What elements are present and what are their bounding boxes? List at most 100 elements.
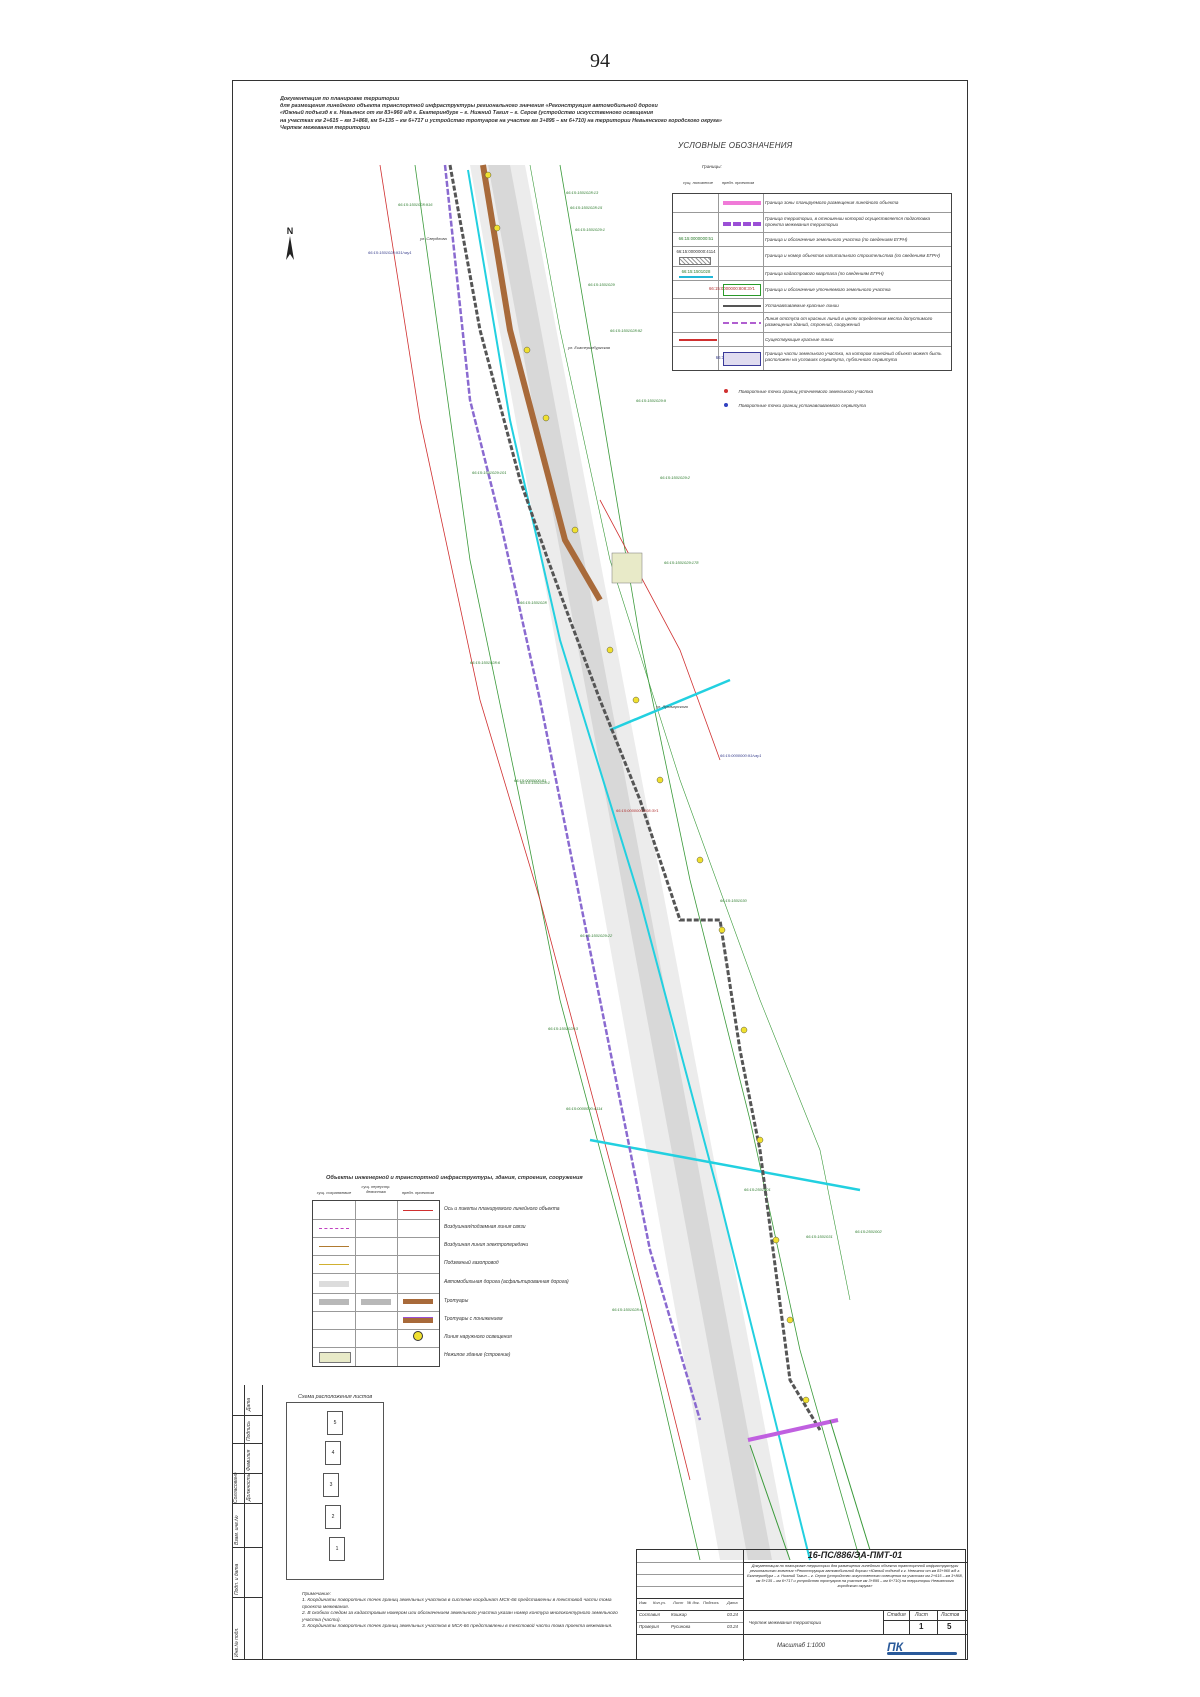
header-line: на участках км 2+615 – км 3+868, км 5+13… [280, 117, 722, 124]
scheme-sheet: 5 [327, 1411, 343, 1435]
map-label: 66:15:1501028:13 [566, 190, 599, 195]
map-label: 66:15:1501028:6 [470, 660, 501, 665]
legend-row: 66:15:0000000:51 Граница и обозначение з… [673, 232, 951, 247]
col-header: Кол.уч. [653, 1600, 667, 1605]
strip-label: Фамилия [246, 1449, 252, 1471]
drawing-code: 16-ПС/886/ЭА-ПМТ-01 [807, 1550, 903, 1560]
page-number: 94 [590, 50, 610, 72]
col-header: Дата [727, 1600, 738, 1605]
scheme-title: Схема расположения листов [298, 1394, 373, 1400]
map-label: 66:15:0000000:91/чзу1 [720, 753, 762, 758]
map-label: 66:15:1501029:2 [660, 475, 691, 480]
drawing-name: Чертеж межевания территории [749, 1620, 822, 1625]
map-label: 66:15:1501029:1 [575, 227, 606, 232]
map-label: 66:15:1501028:4 [612, 1307, 643, 1312]
lamp-icon [413, 1331, 423, 1341]
strip-label: Взам. инв.№ [234, 1515, 240, 1545]
map-label: 66:15:1501030 [720, 898, 747, 903]
map-label: 66:15:1501029:101 [472, 470, 507, 475]
legend-row: Граница зоны планируемого размещения лин… [673, 194, 951, 212]
map-label: 66:15:0000000:4114 [566, 1106, 603, 1111]
strip-label: Дата [246, 1397, 252, 1411]
header-line: Чертеж межевания территории [280, 124, 371, 131]
legend-table: Граница зоны планируемого размещения лин… [672, 193, 952, 371]
stamp-role: Составил [639, 1612, 661, 1617]
map-label: 66:15:1501028 [520, 600, 547, 605]
objects-row-label: Нежилое здание (строение) [444, 1352, 511, 1358]
strip-label: Согласовано [233, 1472, 239, 1504]
map-label: 66:15:1501029:22 [580, 933, 613, 938]
legend-row: Существующие красные линии [673, 332, 951, 347]
map-label: 66:15:2501002 [855, 1229, 882, 1234]
objects-row-label: Линия наружного освещения [444, 1334, 512, 1340]
north-arrow: N [284, 226, 296, 262]
note-item: 3. Координаты поворотных точек границ зе… [302, 1624, 613, 1630]
point-marker-icon [724, 403, 728, 407]
scheme-sheet: 2 [325, 1505, 341, 1529]
drawing-header: Документация по планировке территории дл… [280, 96, 760, 132]
north-arrow-icon [286, 236, 294, 260]
map-label: 66:15:1501029 [588, 282, 615, 287]
street-label: ул. Екатеринбургская [568, 345, 610, 350]
strip-label: Инв.№ подл. [234, 1627, 240, 1657]
objects-col-existing: сущ. сохраняемые [316, 1190, 352, 1195]
col-header: Изм. [639, 1600, 648, 1605]
map-label: 66:15:1501029:9 [636, 398, 667, 403]
objects-col-reconstructed: сущ. переустр. демонтаж [361, 1184, 391, 1194]
scheme-sheet: 4 [325, 1441, 341, 1465]
stamp-name: Кошкар [671, 1612, 687, 1617]
objects-row-label: Воздушная/подземная линия связи [444, 1224, 526, 1230]
stamp-date: 03.24 [727, 1624, 738, 1629]
map-label: 66:15:1501028:3 [548, 1026, 579, 1031]
legend-row: 66:15:0000000:808:ЗУ1 Граница и обозначе… [673, 280, 951, 299]
header-line: для размещения линейного объекта транспо… [280, 103, 658, 110]
col-header: Лист [673, 1600, 684, 1605]
scheme-sheet: 3 [323, 1473, 339, 1497]
legend-point-row: Поворотные точки границ уточняемого земе… [724, 380, 873, 398]
street-label: ул. Свердлова [420, 236, 447, 241]
legend-col-proposed: предл. проектом [721, 180, 755, 185]
col-header: Подпись [703, 1600, 719, 1605]
notes-title: Примечание: [302, 1592, 331, 1597]
map-label: 66:15:1501031 [806, 1234, 833, 1239]
note-item: 2. В скобках следом за кадастровым номер… [302, 1611, 618, 1623]
objects-title: Объекты инженерной и транспортной инфрас… [326, 1175, 583, 1181]
legend-col-existing: сущ. положение [683, 180, 713, 185]
legend-row: 66:15:0000000:91/чзу1 Граница части земе… [673, 346, 951, 371]
legend-point-row: Поворотные точки границ устанавливаемого… [724, 394, 866, 412]
company-logo: ПК [887, 1638, 957, 1658]
drawing-description: Документация по планировке территории дл… [747, 1564, 963, 1588]
objects-row-label: Подземный газопровод [444, 1260, 499, 1266]
title-block: 16-ПС/886/ЭА-ПМТ-01 Документация по план… [636, 1549, 967, 1661]
legend-title: УСЛОВНЫЕ ОБОЗНАЧЕНИЯ [678, 141, 793, 150]
header-line: Документация по планировке территории [280, 96, 400, 102]
stage-label: Стадия [887, 1612, 906, 1618]
strip-label: Подп. и дата [234, 1563, 240, 1595]
stamp-name: Русинова [671, 1624, 691, 1629]
objects-col-proposed: предл. проектом [401, 1190, 435, 1195]
legend-row: 66:15:1501028 Граница кадастрового кварт… [673, 266, 951, 281]
header-line: «Южный подъезд к г. Невьянск от км 83+96… [280, 110, 654, 117]
scale: Масштаб 1:1000 [777, 1643, 826, 1649]
logo-text: ПК [887, 1640, 904, 1654]
objects-row-label: Тротуары с понижением [444, 1316, 503, 1322]
map-label: 66:15:1501028:931/чзу1 [368, 250, 412, 255]
sheets-count: 5 [947, 1622, 952, 1631]
street-label: ул. Луначарского [656, 704, 689, 709]
map-label: 66:15:1501028:15 [570, 205, 603, 210]
objects-row-label: Тротуары [444, 1298, 469, 1304]
legend-group: Границы: [702, 164, 722, 169]
strip-label: Должность [246, 1473, 252, 1501]
map-label: 66:15:1501028:92 [610, 328, 643, 333]
map-label: 66:15:1501028:1 [520, 780, 551, 785]
objects-row-label: Воздушная линия электропередачи [444, 1242, 529, 1248]
sheet-number: 1 [919, 1622, 924, 1631]
strip-label: Подпись [246, 1421, 252, 1441]
col-header: № док. [687, 1600, 700, 1605]
north-label: N [286, 226, 294, 236]
legend-row: Граница территории, в отношении которой … [673, 212, 951, 233]
approval-strip: Согласовано Должность Фамилия Подпись Да… [232, 1385, 263, 1660]
sheet-label: Лист [915, 1612, 928, 1618]
legend-row: Устанавливаемые красные линии [673, 298, 951, 313]
